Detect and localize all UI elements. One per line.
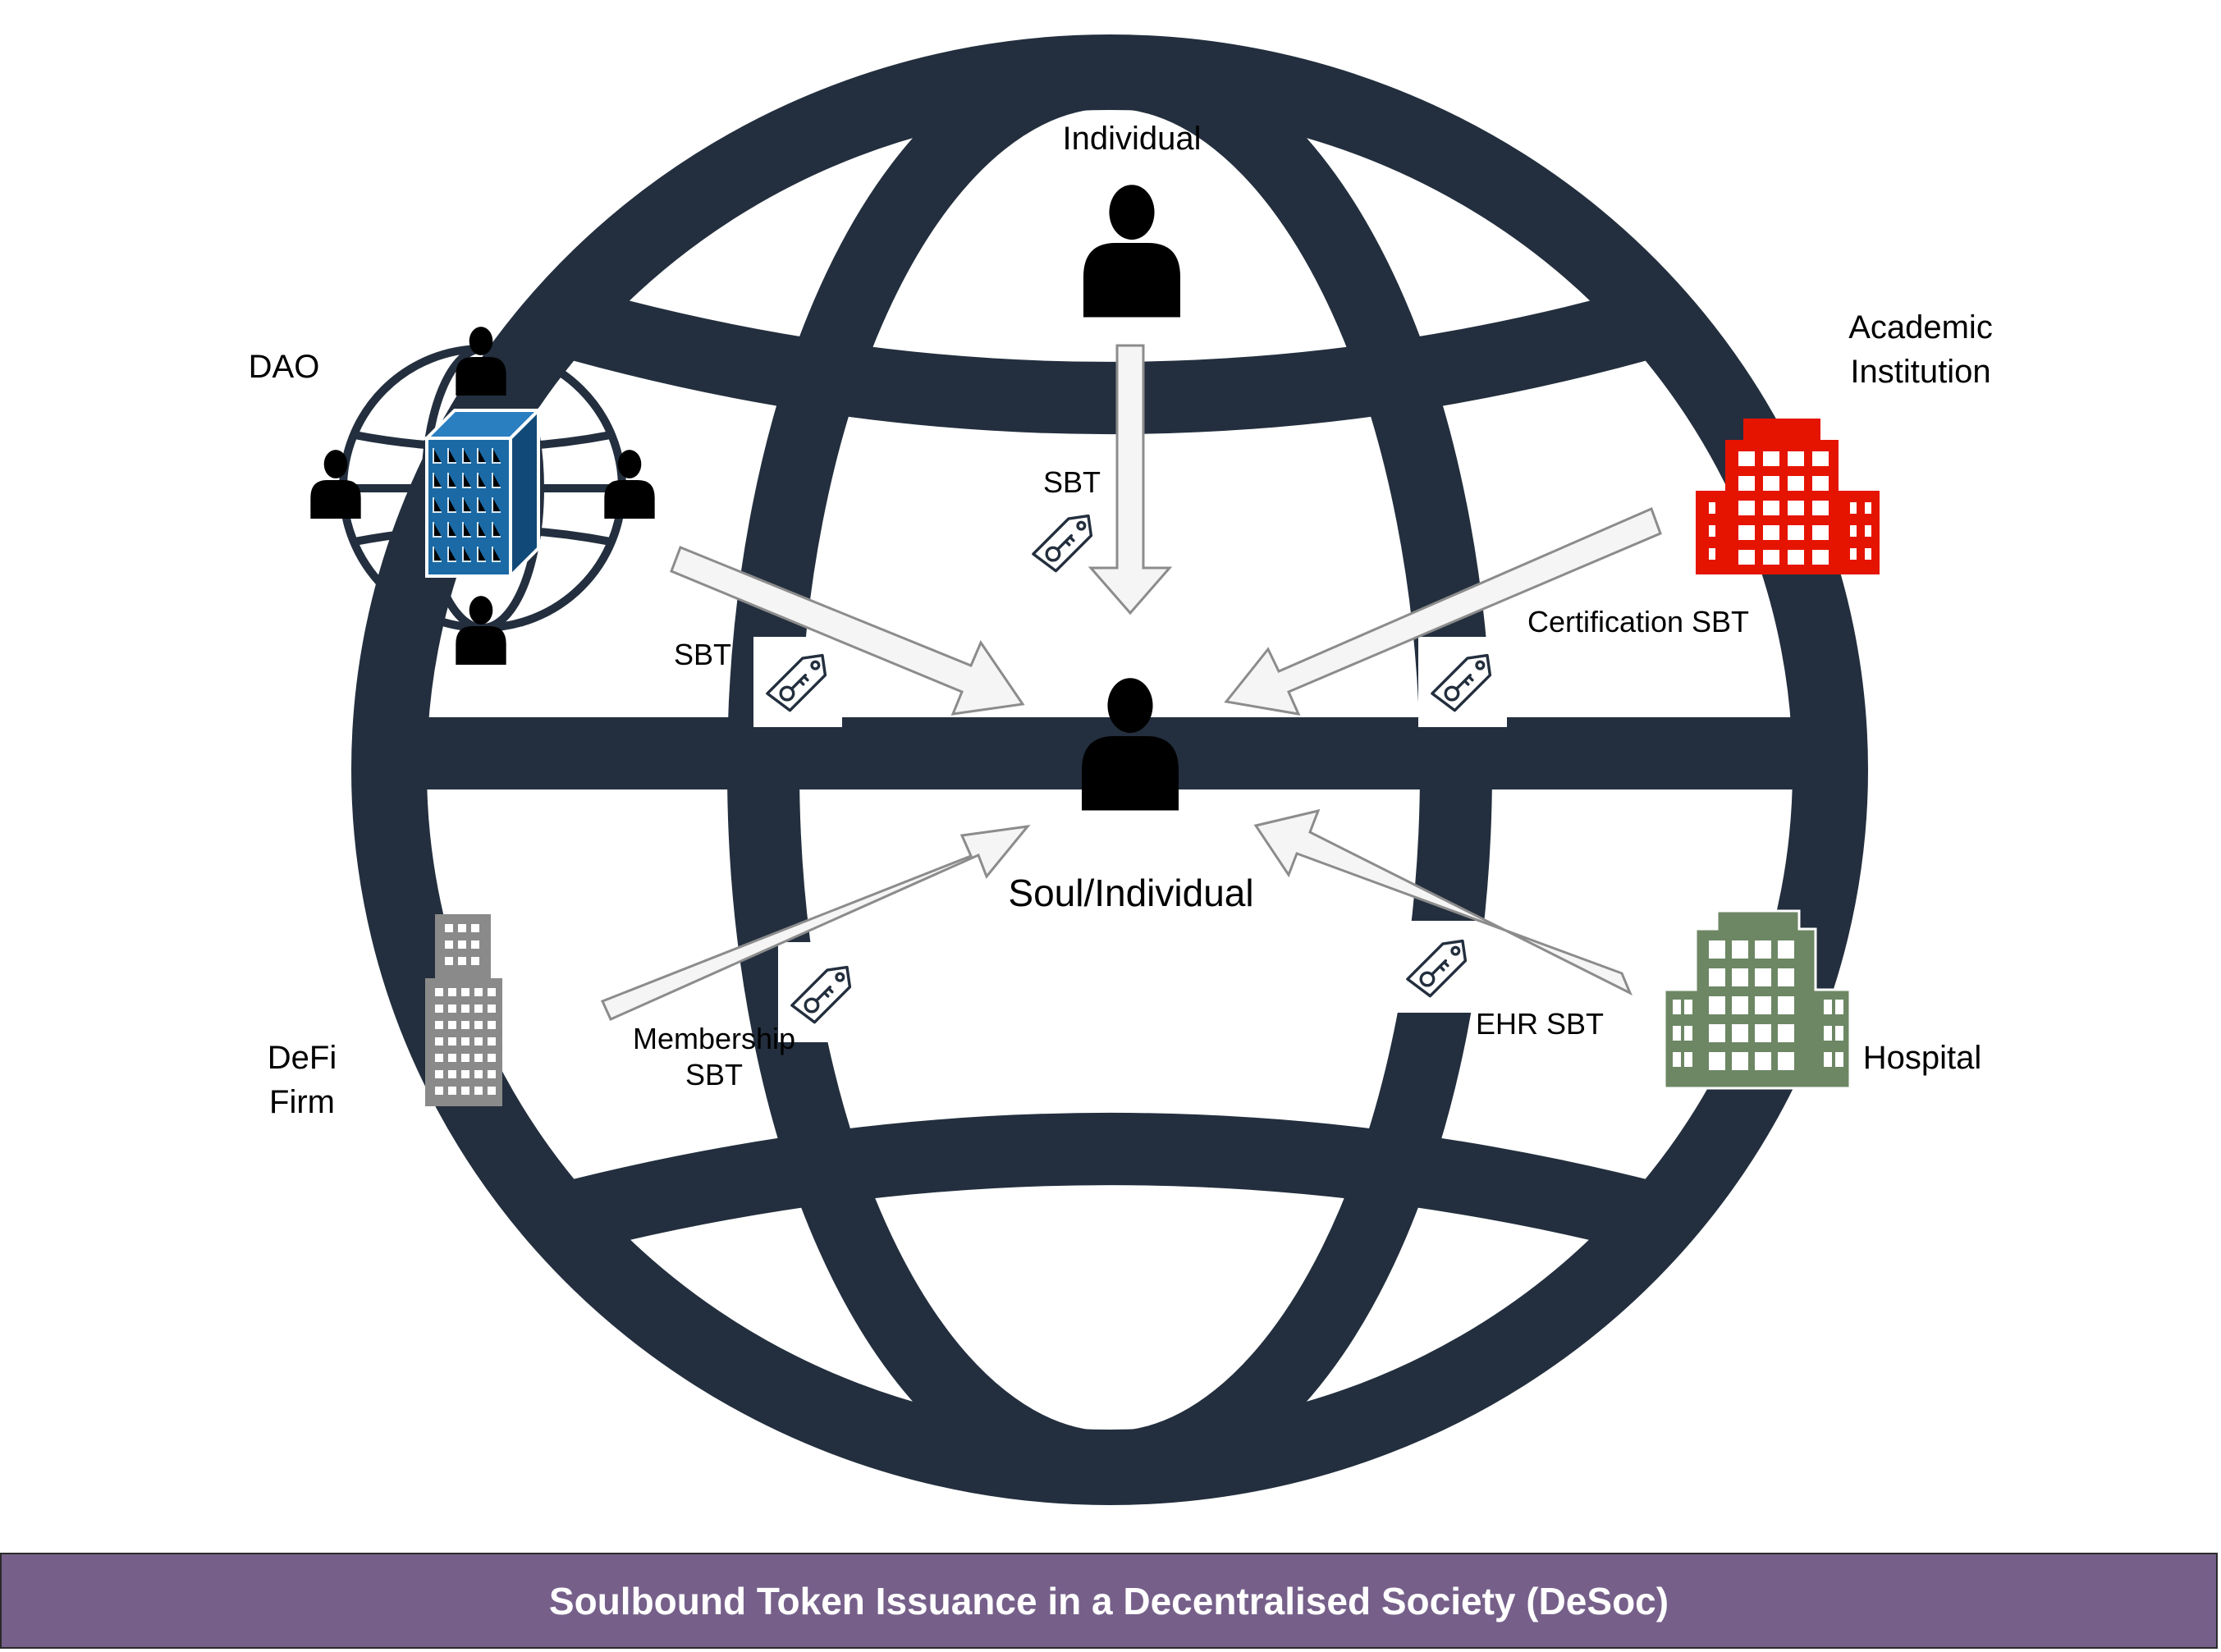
arrow-dao-to-soul xyxy=(670,546,1025,716)
office-tower-icon xyxy=(425,914,502,1106)
arrow-individual-to-soul xyxy=(1088,344,1173,615)
label-defi-line2: Firm xyxy=(269,1084,335,1120)
footer-title: Soulbound Token Issuance in a Decentrali… xyxy=(548,1579,1669,1622)
arrow-academic-to-soul xyxy=(1224,506,1662,716)
hospital-building-icon xyxy=(1663,909,1852,1090)
school-building-icon xyxy=(1696,419,1880,574)
label-individual: Individual xyxy=(1062,121,1201,157)
arrows xyxy=(600,344,1662,1021)
label-membership-line1: Membership xyxy=(633,1022,795,1055)
label-ehr-sbt: EHR SBT xyxy=(1476,1007,1604,1041)
person-icon xyxy=(1083,185,1180,318)
dao-network-icon xyxy=(310,327,655,665)
label-academic-line2: Institution xyxy=(1850,354,1990,390)
label-dao: DAO xyxy=(249,349,320,385)
arrow-hospital-to-soul xyxy=(1253,808,1633,996)
label-hospital: Hospital xyxy=(1863,1040,1982,1076)
label-membership-line2: SBT xyxy=(685,1058,743,1091)
label-defi-line1: DeFi xyxy=(268,1040,337,1076)
label-sbt-dao: SBT xyxy=(674,638,731,671)
label-sbt-individual: SBT xyxy=(1043,465,1101,499)
person-icon xyxy=(1082,678,1179,811)
label-academic-line1: Academic xyxy=(1848,309,1993,346)
label-certification-sbt: Certification SBT xyxy=(1527,605,1749,638)
arrow-defi-to-soul xyxy=(600,824,1031,1021)
key-tag-icon xyxy=(1032,514,1093,573)
footer-banner: Soulbound Token Issuance in a Decentrali… xyxy=(0,1553,2218,1649)
label-soul-individual: Soul/Individual xyxy=(1008,872,1253,914)
